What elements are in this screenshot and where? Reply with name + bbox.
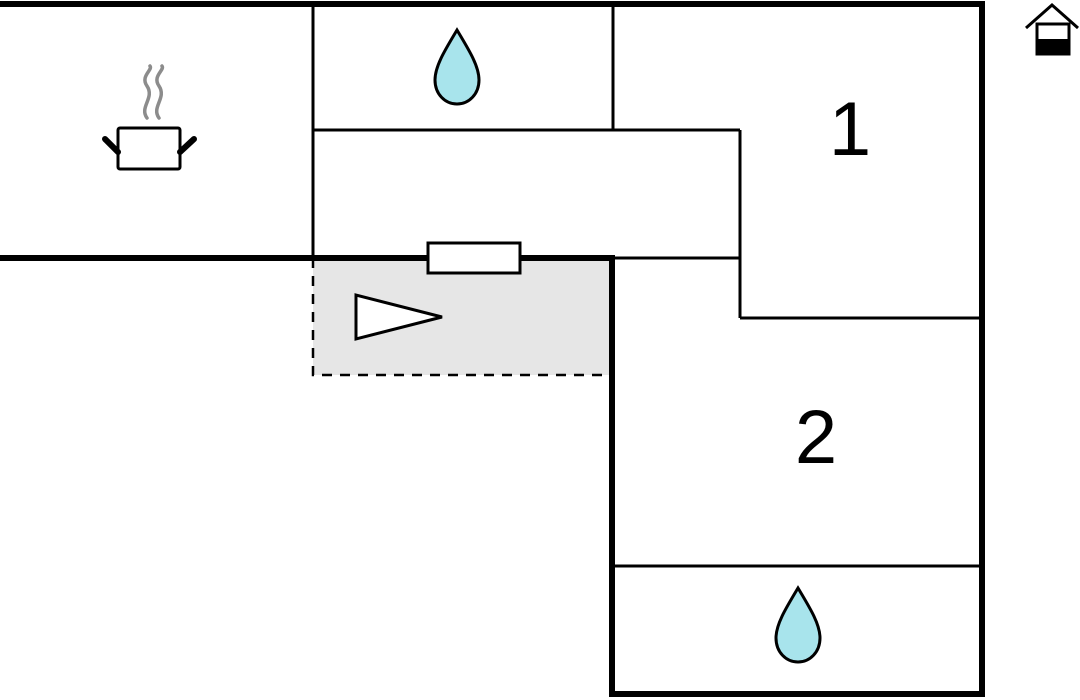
inner-walls <box>311 4 982 568</box>
water-drop-icon <box>433 27 481 106</box>
house-floor-icon <box>1025 2 1079 56</box>
cooking-pot-icon <box>102 64 197 171</box>
outer-walls <box>0 1 985 697</box>
front-door <box>426 241 522 275</box>
room-number-2: 2 <box>795 395 837 480</box>
entrance-arrow-icon <box>354 293 443 341</box>
room-number-1: 1 <box>829 87 871 172</box>
water-drop-icon <box>774 585 822 664</box>
terrace-dashed-border <box>311 258 612 377</box>
